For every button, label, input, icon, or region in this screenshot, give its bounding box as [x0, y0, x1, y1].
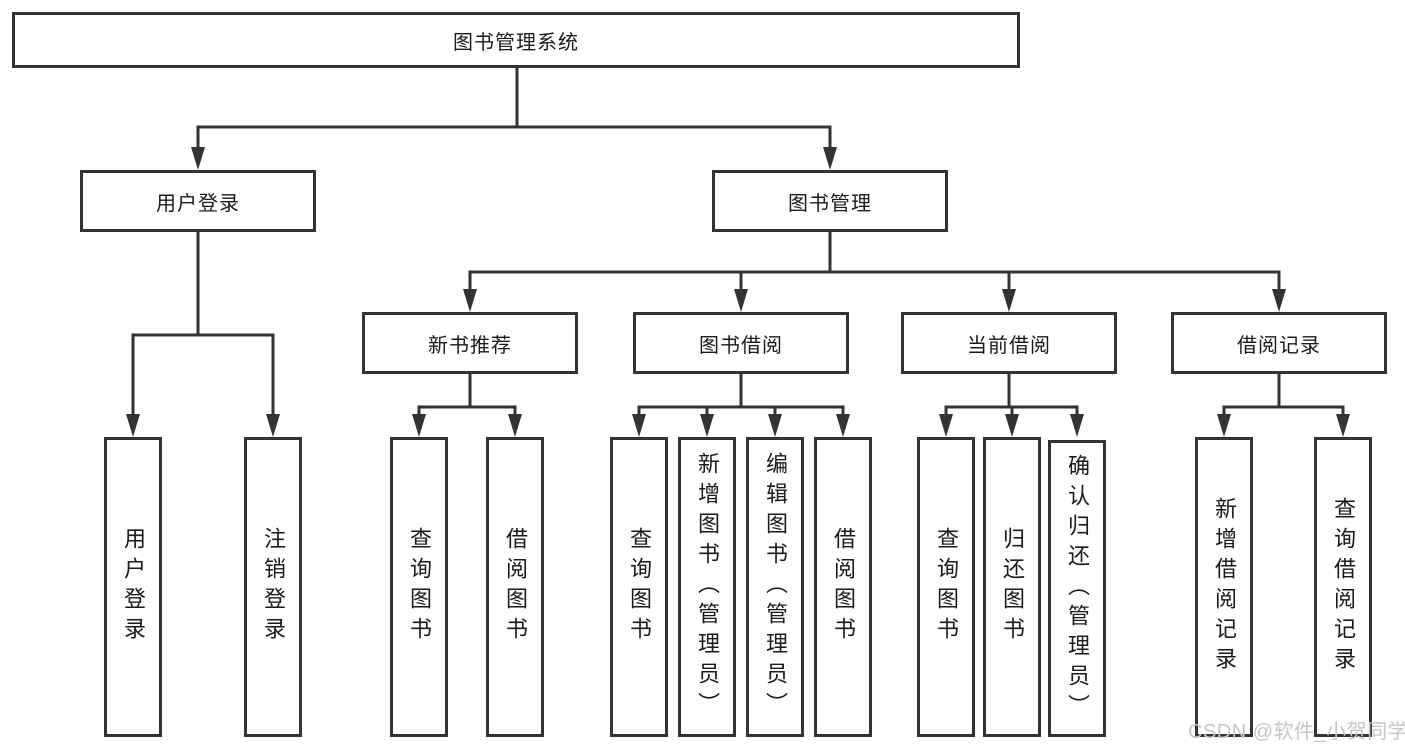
leaf-recommend-query-books-label: 查询图书 — [407, 527, 432, 647]
leaf-borrowing-query-books-label: 查询图书 — [627, 527, 652, 647]
leaf-add-borrow-record: 新增借阅记录 — [1195, 437, 1253, 737]
leaf-add-borrow-record-label: 新增借阅记录 — [1212, 497, 1237, 677]
leaf-logout: 注销登录 — [244, 437, 302, 737]
leaf-user-login-label: 用户登录 — [121, 527, 146, 647]
leaf-confirm-return-admin: 确认归还（管理员） — [1048, 440, 1106, 737]
leaf-recommend-borrow-books: 借阅图书 — [486, 437, 544, 737]
node-current-borrowing-label: 当前借阅 — [967, 334, 1051, 357]
node-new-book-recommend-label: 新书推荐 — [428, 334, 512, 357]
watermark: CSDN @软件_小贺同学 — [1188, 721, 1405, 743]
leaf-confirm-return-admin-label: 确认归还（管理员） — [1065, 453, 1090, 724]
leaf-recommend-query-books: 查询图书 — [390, 437, 448, 737]
leaf-edit-book-admin: 编辑图书（管理员） — [746, 437, 804, 737]
leaf-return-books-label: 归还图书 — [1000, 527, 1025, 647]
leaf-logout-label: 注销登录 — [261, 527, 286, 647]
node-book-borrowing: 图书借阅 — [633, 312, 849, 374]
leaf-current-query-books-label: 查询图书 — [934, 527, 959, 647]
node-root-label: 图书管理系统 — [453, 31, 579, 54]
node-new-book-recommend: 新书推荐 — [362, 312, 578, 374]
leaf-query-borrow-record: 查询借阅记录 — [1314, 437, 1372, 737]
node-book-management: 图书管理 — [712, 170, 948, 232]
leaf-return-books: 归还图书 — [983, 437, 1041, 737]
node-user-login-label: 用户登录 — [156, 192, 240, 215]
node-book-borrowing-label: 图书借阅 — [699, 334, 783, 357]
leaf-add-book-admin-label: 新增图书（管理员） — [695, 452, 720, 722]
node-borrowing-records-label: 借阅记录 — [1237, 334, 1321, 357]
node-book-management-label: 图书管理 — [788, 192, 872, 215]
leaf-query-borrow-record-label: 查询借阅记录 — [1331, 497, 1356, 677]
leaf-user-login: 用户登录 — [104, 437, 162, 737]
node-current-borrowing: 当前借阅 — [901, 312, 1117, 374]
node-root: 图书管理系统 — [12, 12, 1020, 68]
leaf-edit-book-admin-label: 编辑图书（管理员） — [763, 452, 788, 722]
leaf-current-query-books: 查询图书 — [917, 437, 975, 737]
node-borrowing-records: 借阅记录 — [1171, 312, 1387, 374]
leaf-borrowing-borrow-books-label: 借阅图书 — [831, 527, 856, 647]
leaf-borrowing-query-books: 查询图书 — [610, 437, 668, 737]
leaf-add-book-admin: 新增图书（管理员） — [678, 437, 736, 737]
leaf-borrowing-borrow-books: 借阅图书 — [814, 437, 872, 737]
leaf-recommend-borrow-books-label: 借阅图书 — [503, 527, 528, 647]
node-user-login: 用户登录 — [80, 170, 316, 232]
